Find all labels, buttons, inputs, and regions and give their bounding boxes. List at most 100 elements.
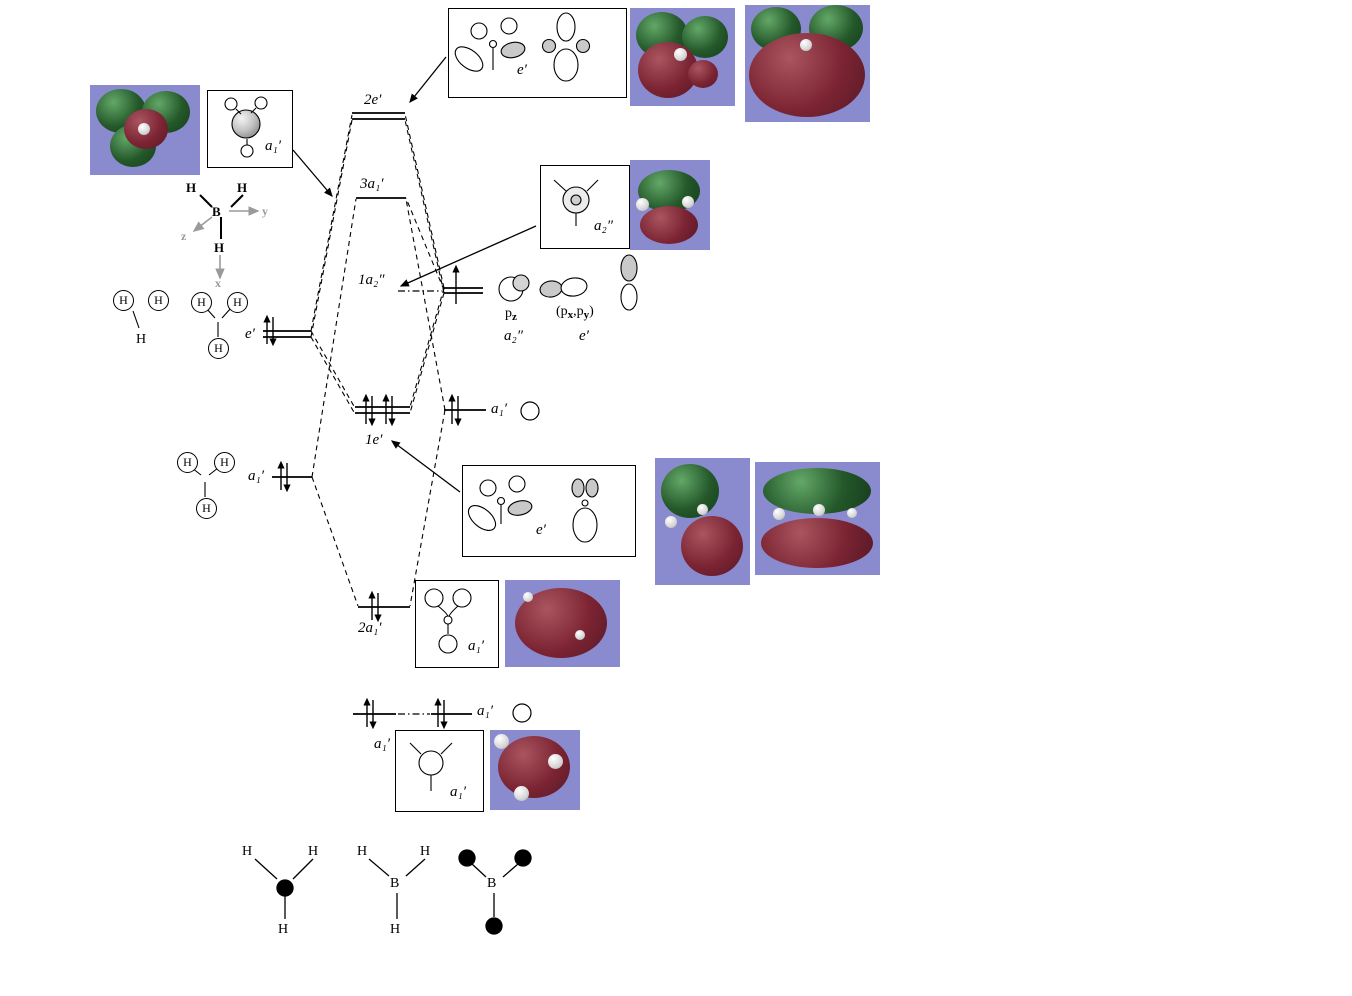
hydrogen-sphere xyxy=(523,592,533,602)
red-lobe xyxy=(681,516,743,576)
orbital-render-2e-1 xyxy=(630,8,735,106)
h3e-sketch2-h2: H xyxy=(227,292,248,313)
z-axis-label: z xyxy=(181,229,187,243)
e-symmetry-label: e′ xyxy=(579,328,589,344)
level-label-1a2: 1a₂″ xyxy=(358,272,385,288)
pxy-y-sub: y xyxy=(583,309,590,321)
pxy-x-sub: x xyxy=(567,309,574,321)
z-axis-arrow xyxy=(192,216,213,232)
red-lobe xyxy=(640,206,698,244)
hydrogen-sphere xyxy=(800,39,812,51)
struct3-boron: B xyxy=(487,876,497,891)
h3a1-sketch-h1: H xyxy=(177,452,198,473)
sketch-box-1a2 xyxy=(540,165,630,249)
p-orbital-sketches xyxy=(498,254,638,311)
electron-pair-b2s xyxy=(448,393,462,427)
arrow-to-3a1 xyxy=(292,149,333,197)
pxy-pre: (p xyxy=(556,304,568,319)
fragment-label-h3a1: a₁′ xyxy=(248,468,264,484)
level-label-1e: 1e′ xyxy=(365,432,383,448)
struct2-boron: B xyxy=(390,876,400,891)
level-label-core-a1-left: a₁′ xyxy=(374,736,390,752)
hydrogen-sphere xyxy=(813,504,825,516)
hydrogen-sphere xyxy=(138,123,150,135)
s-orbital-circle-core xyxy=(512,703,532,723)
red-lobe xyxy=(688,60,718,88)
sketch-box-2e xyxy=(448,8,627,98)
a2-symmetry-label: a₂″ xyxy=(504,328,523,344)
hydrogen-sphere xyxy=(682,196,694,208)
h3e-sketch2-h3: H xyxy=(208,338,229,359)
axes-boron: B xyxy=(212,204,221,219)
pz-base: p xyxy=(505,306,512,321)
struct1-h1: H xyxy=(242,844,253,859)
struct2-h3: H xyxy=(390,922,401,937)
orbital-render-2a1 xyxy=(505,580,620,667)
h3a1-sketch-h3: H xyxy=(196,498,217,519)
pz-sub: z xyxy=(512,311,517,323)
arrow-to-1e xyxy=(390,440,461,493)
axes-h-bottom: H xyxy=(214,240,225,255)
box-label-1e: e′ xyxy=(536,522,546,538)
electron-pair-h3e xyxy=(263,314,277,347)
axes-h-topright: H xyxy=(237,180,248,195)
electron-pair-core-right xyxy=(434,697,448,730)
filled-atom xyxy=(458,849,476,867)
filled-atom xyxy=(514,849,532,867)
h3e-sketch1-h1: H xyxy=(113,290,134,311)
arrow-to-1a2 xyxy=(399,225,537,287)
sketch-box-1a1 xyxy=(395,730,484,812)
sketch-box-3a1 xyxy=(207,90,293,168)
electron-pair-h3a1 xyxy=(277,460,291,493)
box-label-2a1: a₁′ xyxy=(468,638,484,654)
box-label-2e: e′ xyxy=(517,62,527,78)
struct2-h2: H xyxy=(420,844,431,859)
sketch-box-1e xyxy=(462,465,636,557)
hydrogen-sphere xyxy=(548,754,563,769)
h3e-sketch1-h2: H xyxy=(148,290,169,311)
electron-pair-core-left xyxy=(363,697,377,730)
level-label-2e: 2e′ xyxy=(364,92,382,108)
struct1-h2: H xyxy=(308,844,319,859)
electron-pair-2a1 xyxy=(368,590,382,623)
orbital-render-1e-2 xyxy=(755,462,880,575)
s-orbital-circles xyxy=(512,401,540,723)
s-orbital-circle-b2s xyxy=(520,401,540,421)
fragment-label-h3e: e′ xyxy=(245,326,255,342)
electron-pair-1e-2 xyxy=(382,393,396,427)
orbital-render-1a2 xyxy=(630,160,710,250)
orbital-render-1a1 xyxy=(490,730,580,810)
sketch-box-2a1 xyxy=(415,580,499,668)
filled-atom xyxy=(276,879,294,897)
red-lobe xyxy=(761,518,873,568)
pointer-arrows xyxy=(292,56,537,493)
x-axis-label: x xyxy=(215,276,221,290)
hydrogen-sphere xyxy=(697,504,708,515)
h3e-sketch1-h3: H xyxy=(136,332,147,347)
hydrogen-sphere xyxy=(494,734,509,749)
hydrogen-sphere xyxy=(636,198,649,211)
orbital-render-1e-1 xyxy=(655,458,750,585)
level-label-3a1: 3a₁′ xyxy=(360,176,384,192)
h3e-sketch2-h1: H xyxy=(191,292,212,313)
box-label-1a1: a₁′ xyxy=(450,784,466,800)
level-label-core-a1: a₁′ xyxy=(477,703,493,719)
green-lobe xyxy=(661,464,719,518)
electron-pair-1e-1 xyxy=(362,393,376,427)
hydrogen-sphere xyxy=(773,508,785,520)
filled-atom xyxy=(485,917,503,935)
pz-label: pz xyxy=(505,306,517,323)
box-label-1a2: a₂″ xyxy=(594,218,613,234)
struct2-h1: H xyxy=(357,844,368,859)
orbital-render-3a1 xyxy=(90,85,200,175)
orbital-render-2e-2 xyxy=(745,5,870,122)
h3a1-sketch-h2: H xyxy=(214,452,235,473)
pxy-label: (px,py) xyxy=(556,304,594,321)
box-label-3a1: a₁′ xyxy=(265,138,281,154)
hydrogen-sphere xyxy=(674,48,687,61)
hydrogen-sphere xyxy=(514,786,529,801)
b2s-label: a₁′ xyxy=(491,401,507,417)
axes-diagram-lines xyxy=(192,194,260,280)
hydrogen-sphere xyxy=(665,516,677,528)
